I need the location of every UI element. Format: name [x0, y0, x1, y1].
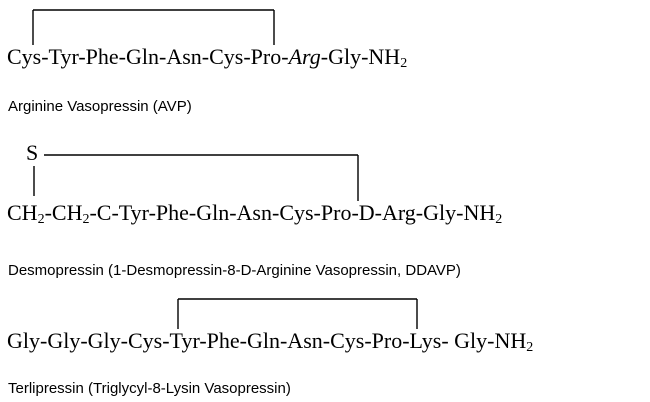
- desmopressin-ch-1: CH: [7, 200, 38, 225]
- desmopressin-name: Desmopressin (1-Desmopressin-8-D-Arginin…: [8, 262, 461, 279]
- desmopressin-ch-2: -CH: [44, 200, 83, 225]
- desmopressin-sub-1: 2: [37, 212, 45, 227]
- desmopressin-sub-2: 2: [82, 212, 90, 227]
- terlipressin-sequence: Gly-Gly-Gly-Cys-Tyr-Phe-Gln-Asn-Cys-Pro-…: [7, 328, 534, 355]
- avp-sequence-part1: Cys-Tyr-Phe-Gln-Asn-Cys-Pro-: [7, 44, 289, 69]
- avp-sequence: Cys-Tyr-Phe-Gln-Asn-Cys-Pro-Arg-Gly-NH2: [7, 44, 408, 71]
- avp-disulfide-bridge: [32, 9, 275, 45]
- terlipressin-sequence-main: Gly-Gly-Gly-Cys-Tyr-Phe-Gln-Asn-Cys-Pro-…: [7, 328, 527, 353]
- terlipressin-name: Terlipressin (Triglycyl-8-Lysin Vasopres…: [8, 380, 291, 397]
- desmopressin-sulfur-atom: S: [26, 140, 39, 165]
- desmopressin-disulfide-bridge: [33, 154, 359, 201]
- terlipressin-disulfide-bridge: [177, 298, 418, 329]
- desmopressin-sequence-subscript: 2: [495, 212, 503, 227]
- avp-sequence-subscript: 2: [400, 56, 408, 71]
- terlipressin-sequence-subscript: 2: [526, 340, 534, 355]
- avp-arginine-italic: Arg: [288, 44, 321, 69]
- avp-sequence-part2: -Gly-NH: [320, 44, 401, 69]
- avp-name: Arginine Vasopressin (AVP): [8, 98, 192, 115]
- desmopressin-sequence-rest: -C-Tyr-Phe-Gln-Asn-Cys-Pro-D-Arg-Gly-NH: [89, 200, 496, 225]
- desmopressin-sequence: CH2-CH2-C-Tyr-Phe-Gln-Asn-Cys-Pro-D-Arg-…: [7, 200, 503, 227]
